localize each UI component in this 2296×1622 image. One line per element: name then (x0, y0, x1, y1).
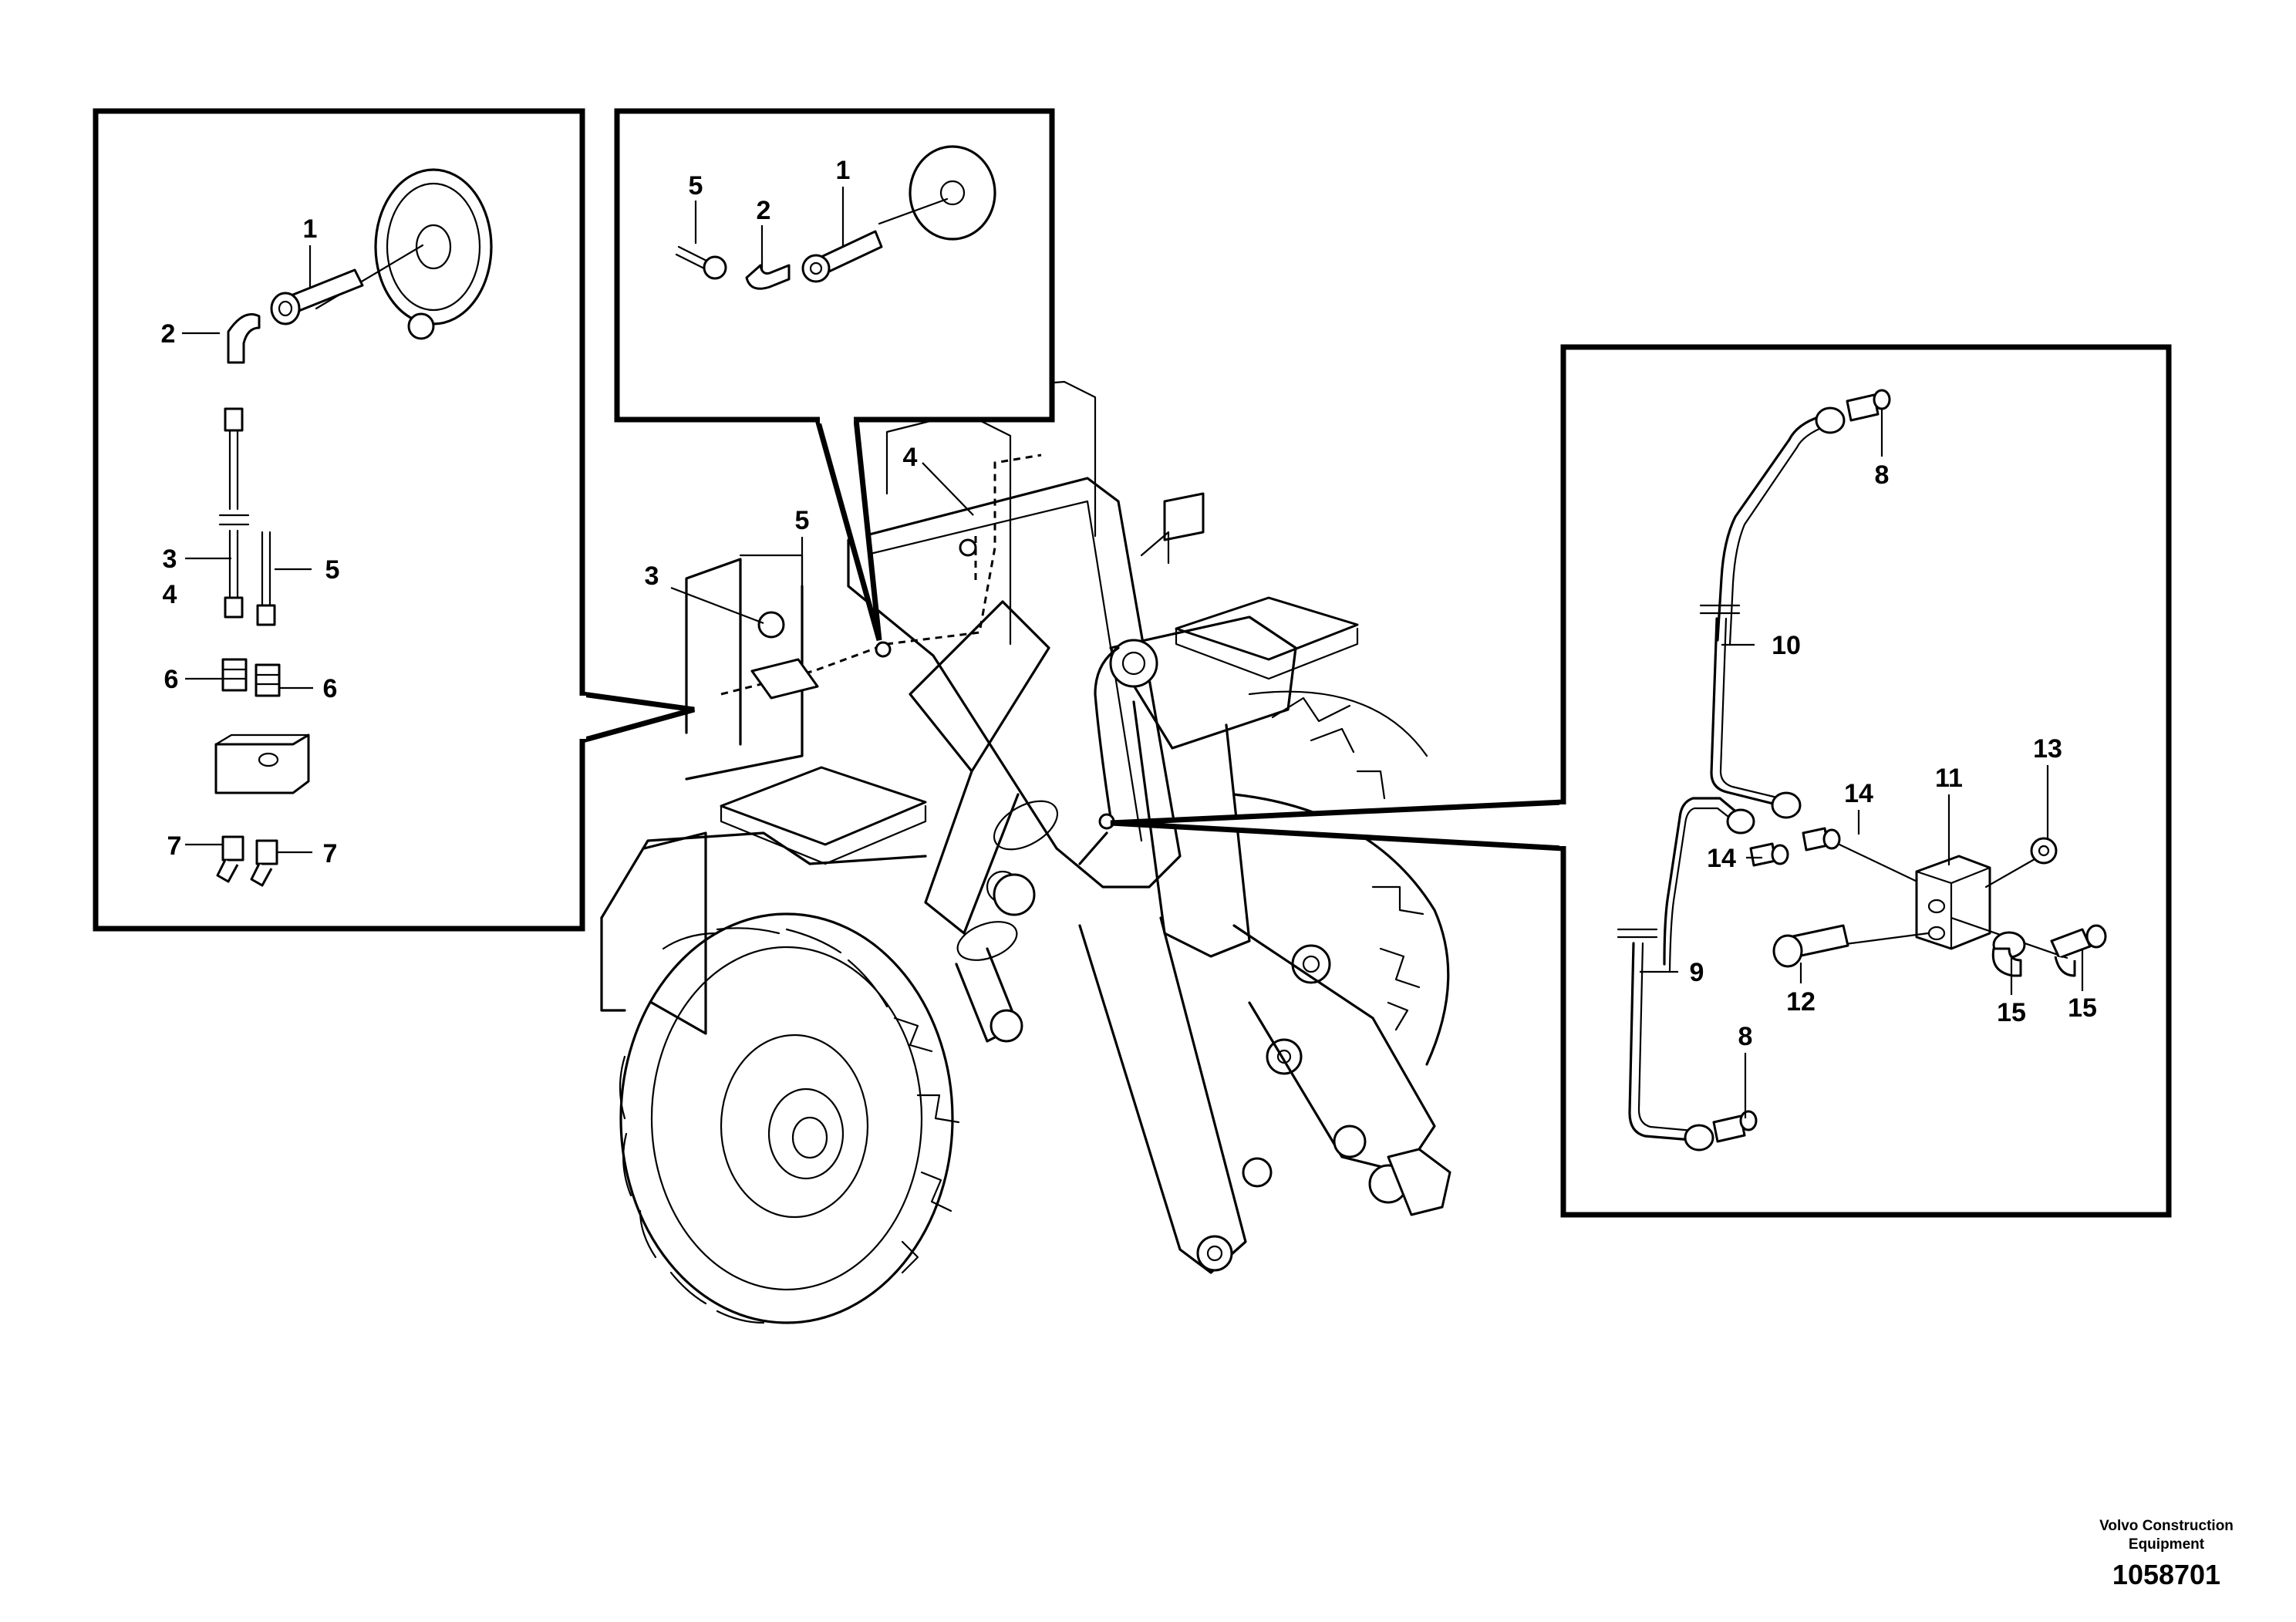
part-1-left (270, 268, 364, 325)
detail-box-left: 1 2 3 4 5 6 6 7 7 (93, 108, 695, 932)
callout-5-top: 5 (689, 171, 703, 201)
drawing-number: 1058701 (2112, 1559, 2221, 1590)
adapter-14-b (1749, 842, 1789, 867)
nipple-8-lower (1712, 1110, 1758, 1143)
greasing-point-disc-top (909, 145, 996, 241)
greasing-point-disc-left (374, 168, 493, 340)
brand-name-line1: Volvo Construction (2099, 1518, 2234, 1534)
callout-15-a: 15 (1997, 998, 2026, 1027)
nipple-7-left-a (216, 835, 244, 883)
grease-point-marker (757, 611, 785, 639)
nipple-7-left-b (250, 839, 278, 887)
lift-arm (847, 477, 1451, 1274)
adapter-6-left-b (255, 663, 281, 697)
grease-point-marker (875, 641, 892, 658)
callout-4-main: 4 (903, 443, 918, 472)
detail-pointer-top (814, 419, 882, 641)
callout-3-main: 3 (645, 561, 659, 591)
brand-name-line2: Equipment (2128, 1536, 2205, 1553)
callout-5-main: 5 (795, 506, 810, 535)
callout-6-left-b: 6 (323, 674, 338, 703)
callout-15-b: 15 (2068, 993, 2097, 1023)
callout-6-left-a: 6 (164, 665, 179, 694)
pipe-5-top (675, 245, 727, 280)
distribution-block-11 (1915, 855, 1991, 950)
hydraulic-cylinder (909, 600, 1059, 1043)
nut-9-upper (1726, 808, 1755, 835)
rear-tire (1232, 690, 1450, 1066)
callout-7-left-a: 7 (167, 831, 182, 861)
callout-8-upper: 8 (1875, 460, 1890, 490)
front-tire (619, 912, 960, 1324)
nut-8-lower (1684, 1124, 1714, 1152)
detail-box-right: 8 10 14 11 13 14 9 12 15 15 8 (1110, 344, 2172, 1218)
wheel-loader-illustration (600, 380, 1451, 1324)
callout-5-left: 5 (325, 555, 340, 585)
callout-8-lower: 8 (1738, 1022, 1753, 1051)
drawing-footer: Volvo Construction Equipment 1058701 (2097, 1517, 2236, 1591)
grease-line-route (1094, 646, 1120, 819)
bolt-12 (1772, 924, 1849, 968)
pipe-3-4-left (218, 407, 250, 619)
hose-10-right (1699, 415, 1828, 805)
nipple-8-upper (1846, 389, 1891, 422)
callout-4-left: 4 (163, 580, 177, 609)
distribution-block-left (214, 733, 310, 794)
callout-13: 13 (2033, 734, 2062, 764)
callout-14-upper: 14 (1844, 779, 1873, 808)
callout-3-left: 3 (163, 545, 177, 574)
grease-line-route-dashed (720, 454, 1042, 696)
detail-pointer-left (582, 691, 695, 744)
grease-block-marker (750, 658, 819, 700)
detail-box-top: 1 2 5 (614, 108, 1055, 641)
nut-10-lower (1771, 791, 1802, 819)
callout-10: 10 (1772, 631, 1801, 660)
adapter-14-a (1802, 827, 1841, 851)
callout-1-left: 1 (303, 214, 318, 244)
callout-14-lower: 14 (1707, 844, 1736, 873)
pipe-5-left (256, 531, 276, 626)
callout-11: 11 (1935, 764, 1963, 793)
nut-8-upper (1815, 406, 1846, 434)
callout-9: 9 (1690, 958, 1704, 987)
callout-1-top: 1 (836, 156, 851, 185)
part-1-top (801, 230, 883, 283)
hose-9-right (1617, 797, 1745, 1141)
main-callouts: 3 5 4 (645, 443, 974, 663)
detail-pointer-right (1110, 799, 1564, 851)
elbow-15-b (2050, 924, 2107, 977)
elbow-15-a (1991, 931, 2026, 977)
callout-2-top: 2 (757, 196, 771, 225)
adapter-6-left-a (221, 658, 248, 692)
callout-2-left: 2 (161, 319, 176, 349)
callout-12: 12 (1786, 987, 1816, 1017)
grease-point-marker (959, 538, 977, 557)
nut-13 (2030, 837, 2058, 865)
callout-7-left-b: 7 (323, 839, 338, 868)
part-2-left (227, 313, 261, 364)
machine-body (600, 380, 1359, 1035)
